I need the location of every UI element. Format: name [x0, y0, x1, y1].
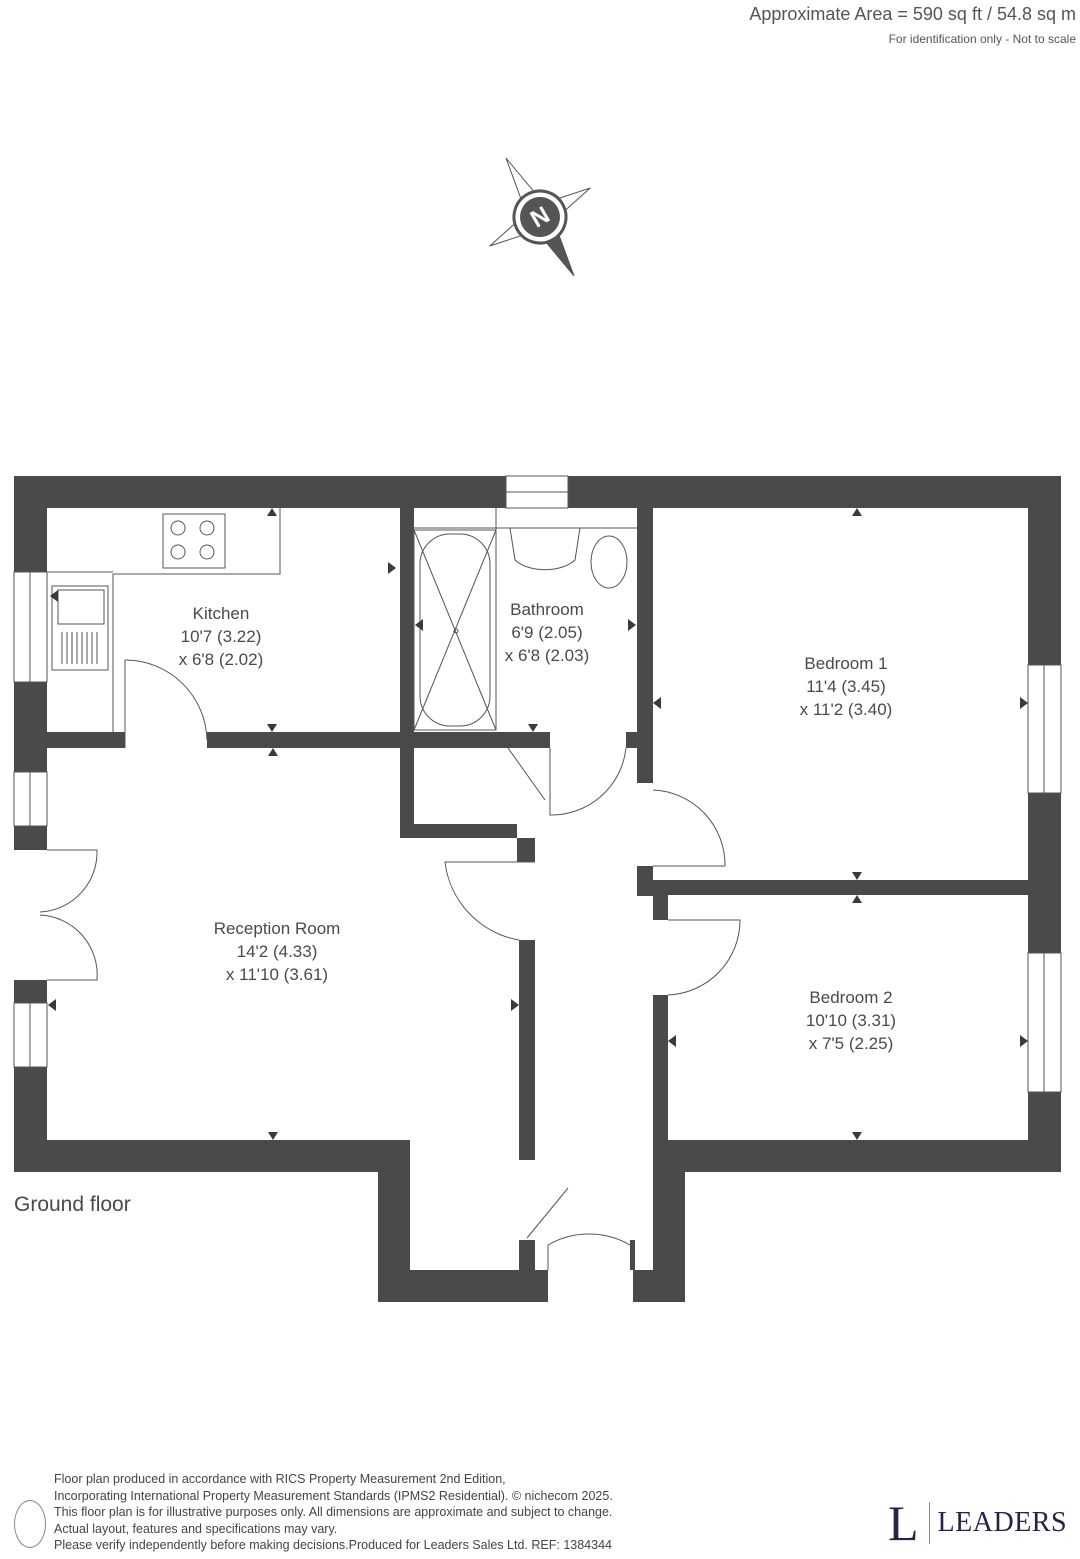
room-bathroom: Bathroom 6'9 (2.05) x 6'8 (2.03) — [505, 600, 590, 665]
fixtures — [47, 508, 637, 732]
approximate-area: Approximate Area = 590 sq ft / 54.8 sq m — [749, 4, 1076, 24]
room-dimension: x 11'10 (3.61) — [226, 965, 328, 984]
dimension-arrows — [48, 508, 1028, 1140]
footer-disclaimer: Floor plan produced in accordance with R… — [54, 1471, 613, 1554]
room-bedroom-1: Bedroom 1 11'4 (3.45) x 11'2 (3.40) — [800, 654, 893, 719]
room-kitchen: Kitchen 10'7 (3.22) x 6'8 (2.02) — [179, 604, 264, 669]
leaders-logo: L LEADERS — [888, 1495, 1068, 1551]
room-dimension: x 6'8 (2.02) — [179, 650, 264, 669]
walls — [14, 476, 1061, 1302]
floor-label: Ground floor — [14, 1193, 131, 1216]
footer-line: This floor plan is for illustrative purp… — [54, 1505, 613, 1519]
room-dimension: 14'2 (4.33) — [237, 942, 318, 961]
windows — [13, 475, 1062, 1093]
room-dimension: 6'9 (2.05) — [511, 623, 582, 642]
room-name: Bedroom 2 — [809, 988, 892, 1007]
room-dimension: 10'10 (3.31) — [806, 1011, 896, 1030]
room-reception: Reception Room 14'2 (4.33) x 11'10 (3.61… — [214, 919, 341, 984]
logo-divider — [928, 1502, 930, 1544]
person-icon — [14, 1500, 46, 1548]
compass-icon: N — [489, 157, 591, 277]
footer-line: Please verify independently before makin… — [54, 1538, 612, 1552]
room-name: Kitchen — [193, 604, 250, 623]
room-dimension: 10'7 (3.22) — [181, 627, 262, 646]
footer-line: Actual layout, features and specificatio… — [54, 1521, 338, 1536]
footer-line: Incorporating International Property Mea… — [54, 1488, 613, 1503]
logo-letter: L — [888, 1495, 919, 1551]
room-name: Bathroom — [510, 600, 584, 619]
footer-line: Floor plan produced in accordance with R… — [54, 1472, 506, 1486]
room-bedroom-2: Bedroom 2 10'10 (3.31) x 7'5 (2.25) — [806, 988, 896, 1053]
doors — [39, 659, 741, 1270]
identification-note: For identification only - Not to scale — [888, 32, 1076, 46]
room-name: Bedroom 1 — [804, 654, 887, 673]
room-dimension: 11'4 (3.45) — [806, 677, 885, 696]
room-name: Reception Room — [214, 919, 341, 938]
room-dimension: x 7'5 (2.25) — [809, 1034, 894, 1053]
room-dimension: x 11'2 (3.40) — [800, 700, 893, 719]
logo-name: LEADERS — [937, 1507, 1068, 1538]
room-dimension: x 6'8 (2.03) — [505, 646, 590, 665]
